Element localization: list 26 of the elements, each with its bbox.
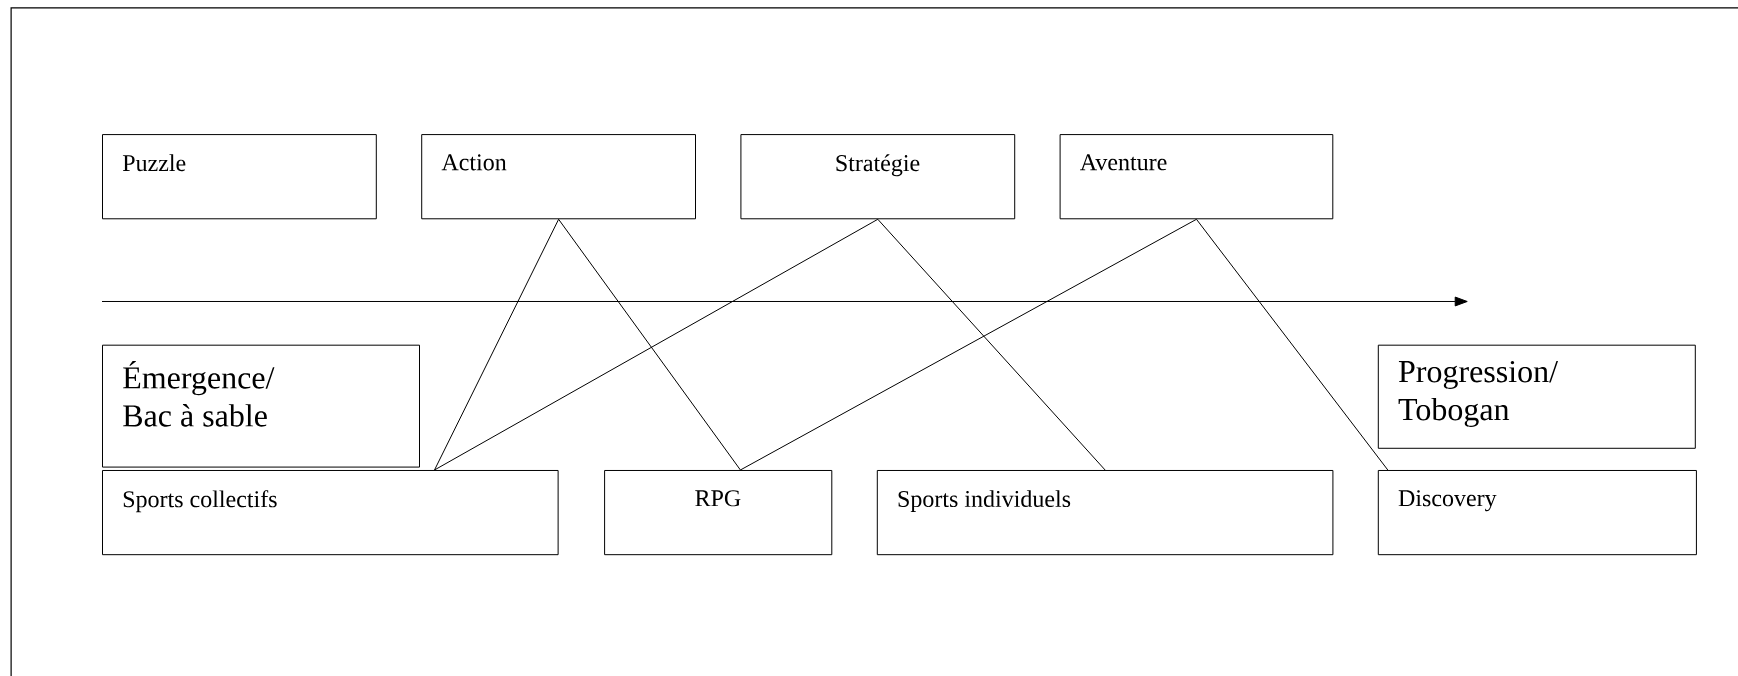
box: [876, 470, 1334, 556]
box-label: Aventure: [1080, 154, 1167, 171]
box-label: Sports collectifs: [123, 490, 277, 513]
box-label: Progression/ Tobogan: [1398, 360, 1558, 427]
connector-line: [1195, 218, 1389, 471]
box: [102, 470, 559, 556]
box-label: RPG: [695, 490, 741, 507]
box: [1377, 344, 1696, 449]
box: [1377, 470, 1697, 556]
box-label: Discovery: [1398, 490, 1497, 512]
box-label: Puzzle: [122, 154, 186, 172]
connector-line: [434, 218, 560, 471]
box: [102, 134, 377, 220]
connector-line: [739, 218, 1197, 471]
box-label: Action: [441, 154, 507, 171]
box-label: Stratégie: [836, 154, 920, 177]
box: [1059, 134, 1334, 220]
box: [421, 134, 696, 220]
box: [604, 470, 833, 556]
connector-line: [434, 218, 879, 471]
connector-line: [558, 218, 741, 471]
box-label: Sports individuels: [898, 490, 1071, 512]
box: [102, 344, 420, 468]
connector-line: [877, 218, 1106, 471]
box-label: Émergence/ Bac à sable: [123, 360, 275, 427]
box: [740, 134, 1016, 220]
